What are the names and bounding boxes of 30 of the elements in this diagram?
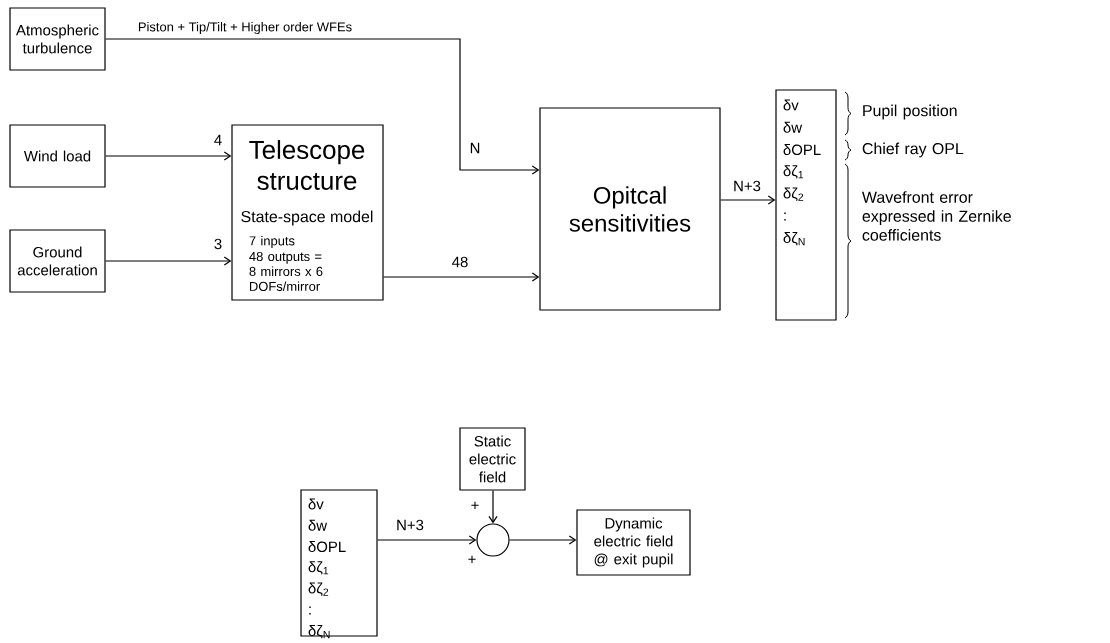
arrow: [488, 490, 498, 524]
edge-label: 4: [214, 134, 222, 146]
arrow: [383, 272, 540, 282]
process-box: Atmospheric turbulence: [9, 7, 106, 71]
process-box: Opitcal sensitivities: [539, 107, 721, 311]
plus-sign: +: [471, 501, 479, 509]
brace-label: Chief ray OPL: [862, 142, 964, 158]
vector-box: δv δw δOPL δζ$_{1}$ δζ$_{2}$ : δζ$_{N}$: [300, 489, 378, 639]
process-box: Ground acceleration: [9, 229, 106, 293]
arrow: [105, 256, 232, 266]
process-box: Wind load: [9, 124, 106, 188]
brace-label: Wavefront error expressed in Zernike coefficients: [862, 191, 1011, 241]
arrow: [105, 151, 232, 161]
brace-label: Pupil position: [863, 104, 957, 120]
summing-junction: [476, 523, 510, 557]
edge-label: N+3: [734, 180, 761, 192]
process-box: Dynamic electric field @ exit pupil: [576, 509, 691, 576]
arrow: [509, 535, 577, 545]
arrow: [720, 195, 776, 205]
label: N: [470, 142, 480, 154]
arrow: [377, 535, 477, 545]
edge-label: N+3: [397, 519, 424, 531]
plus-sign: +: [468, 555, 476, 563]
process-box: Static electric field: [459, 427, 526, 491]
process-box: Telescope structure State-space model 7 inputs 48 outputs = 8 mirrors x 6 DOFs/mirror: [231, 124, 384, 301]
vector-box: δv δw δOPL δζ$_{1}$ δζ$_{2}$ : δζ$_{N}$: [775, 89, 837, 321]
edge-label: Piston + Tip/Tilt + Higher order WFEs: [138, 21, 352, 35]
arrow: [105, 38, 540, 175]
edge-label: 48: [452, 256, 468, 268]
edge-label: 3: [214, 238, 222, 250]
